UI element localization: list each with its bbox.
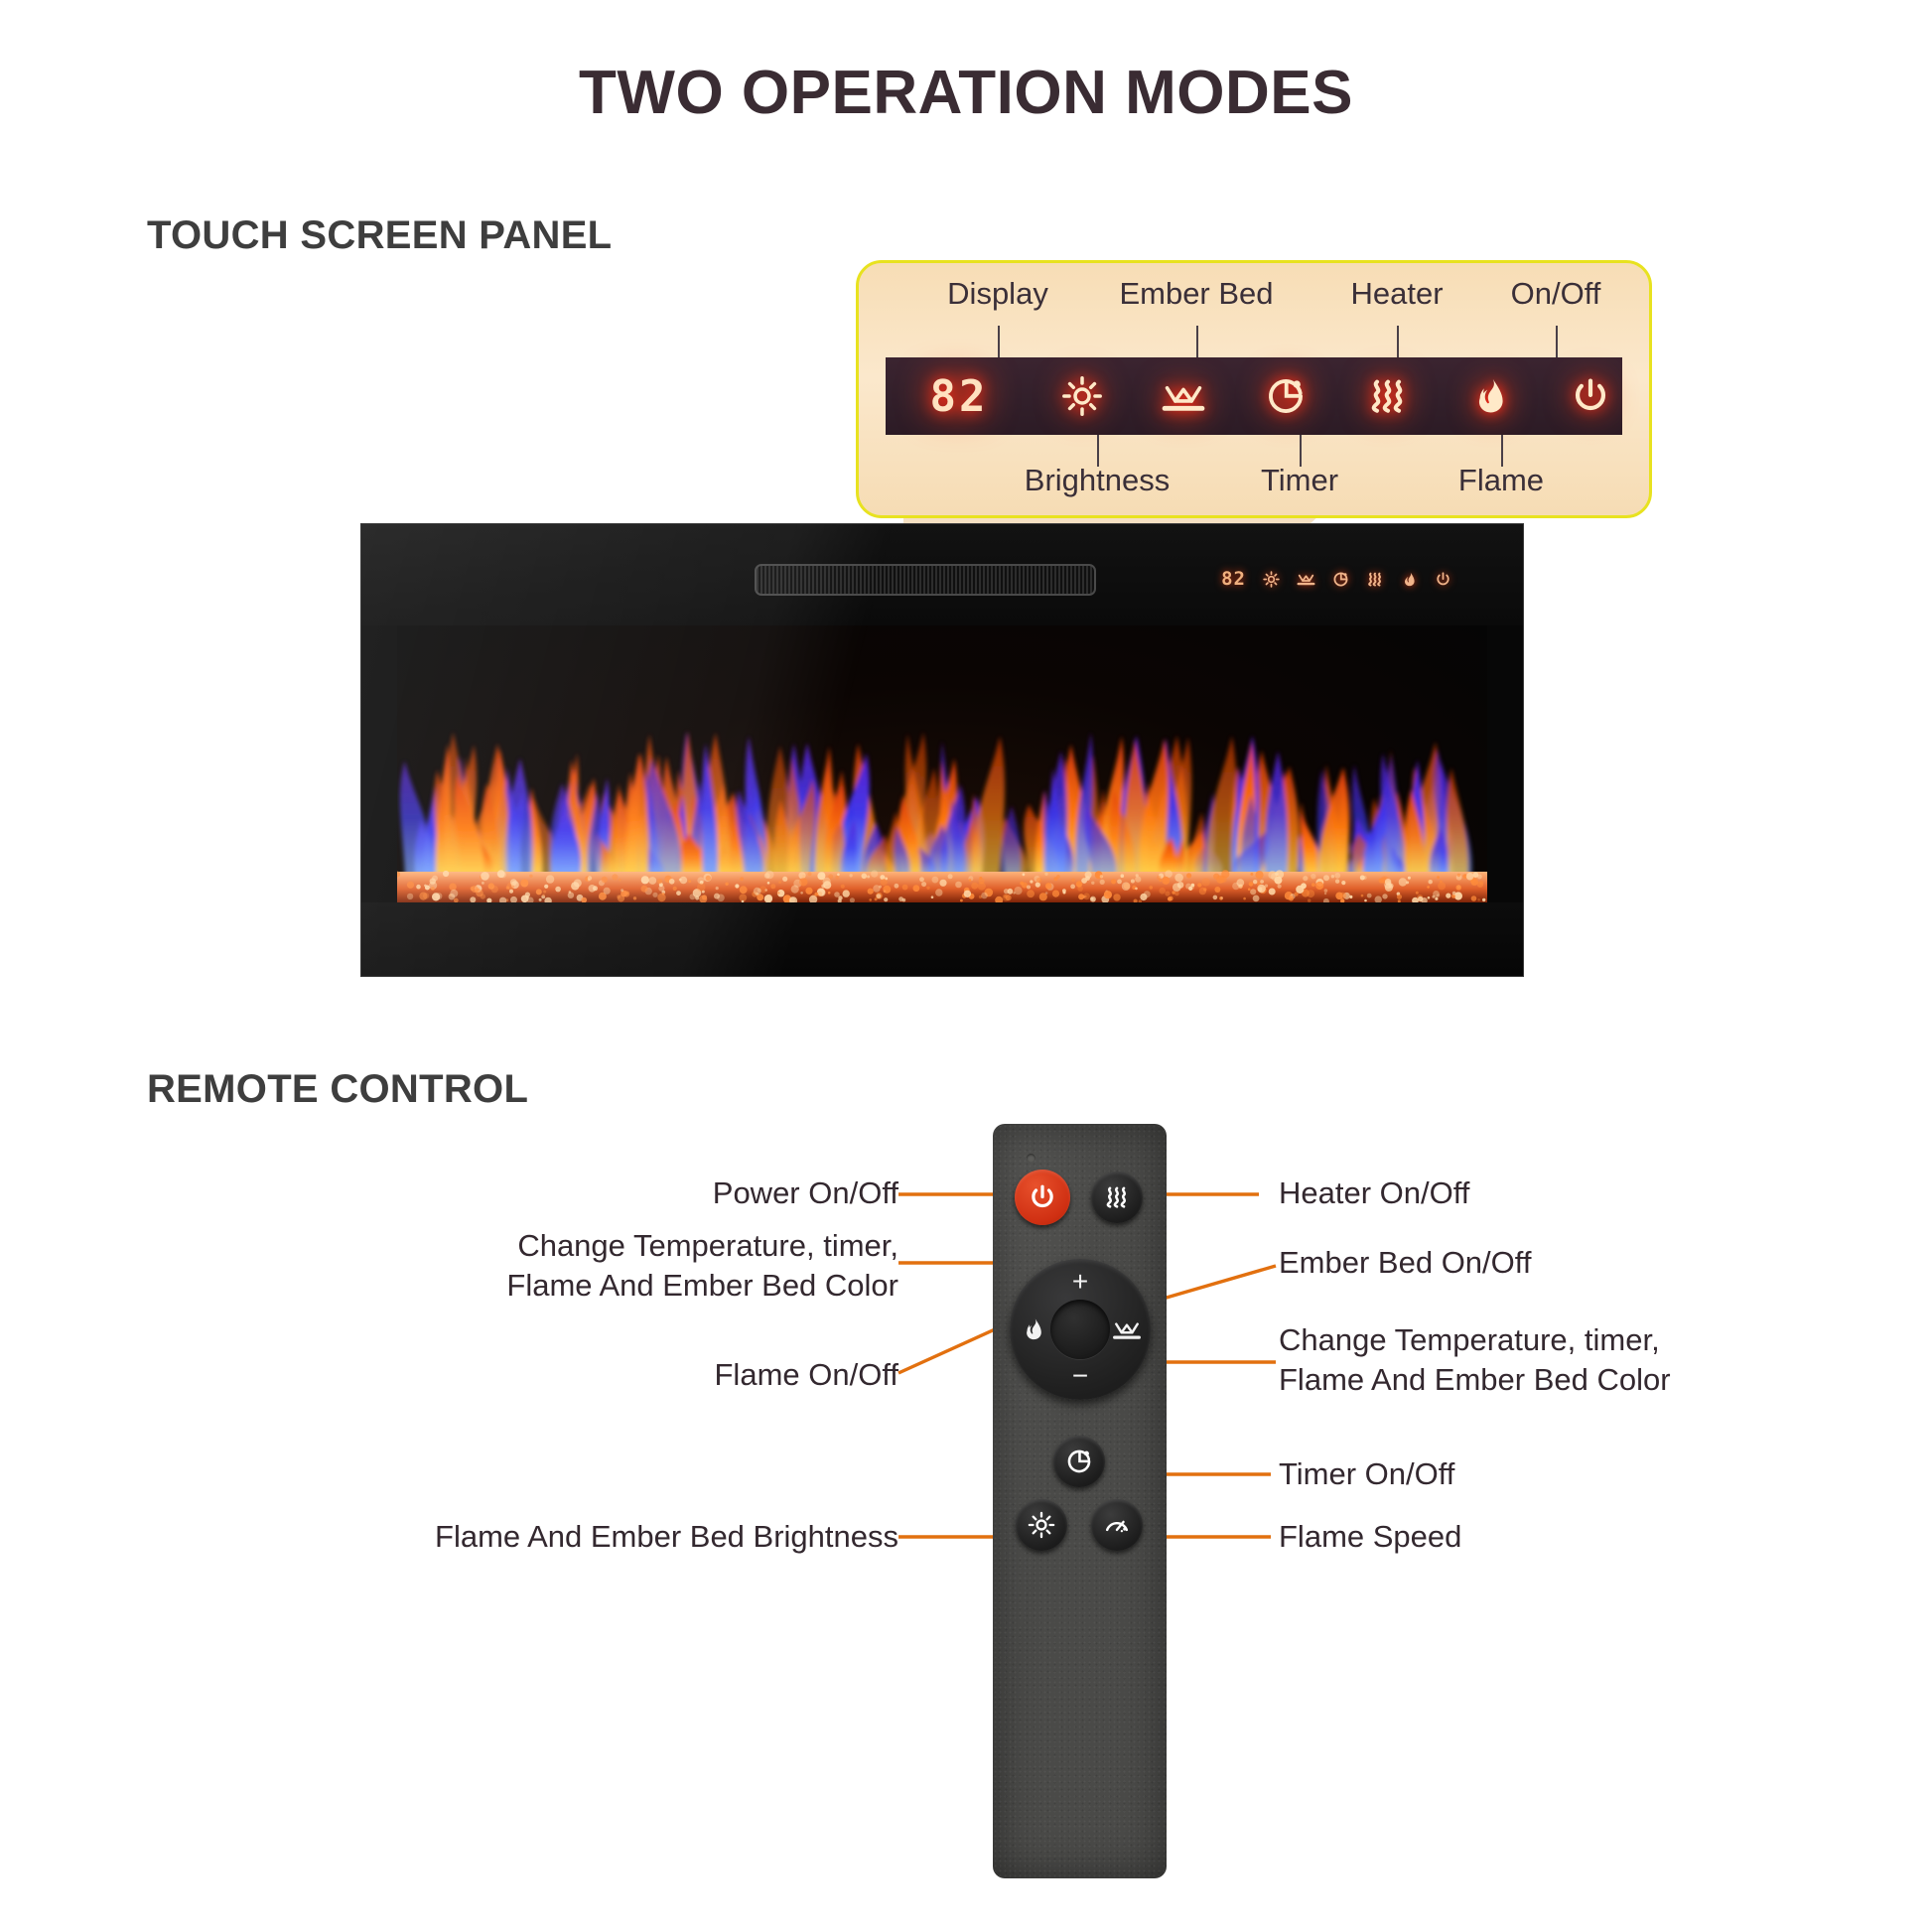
- tick-brightness: [1097, 435, 1099, 467]
- dpad-flame-button[interactable]: [1021, 1316, 1046, 1342]
- callout-label-flame: Flame: [1457, 463, 1545, 497]
- remote-heater-button[interactable]: [1091, 1172, 1143, 1223]
- callout-label-timer: Timer: [1260, 463, 1339, 497]
- led-power-button[interactable]: [1541, 357, 1640, 435]
- flame-icon: [1027, 1318, 1041, 1340]
- dpad-center-button[interactable]: [1050, 1300, 1110, 1359]
- page-title: TWO OPERATION MODES: [579, 59, 1353, 127]
- callout-label-brightness: Brightness: [1024, 463, 1171, 497]
- led-display: 82: [886, 357, 1033, 435]
- timer-icon: [1067, 1449, 1091, 1473]
- dpad-ember-bed-button[interactable]: [1112, 1317, 1142, 1342]
- mini-flame-icon[interactable]: [1401, 571, 1418, 588]
- callout-top-labels: Display Ember Bed Heater On/Off: [856, 276, 1652, 322]
- remote-control-body: + −: [993, 1124, 1167, 1878]
- mini-brightness-sun-icon[interactable]: [1263, 570, 1280, 588]
- label-heater-on-off: Heater On/Off: [1279, 1175, 1470, 1210]
- tick-display: [998, 326, 1000, 359]
- fireplace-mini-control-panel[interactable]: 82: [1221, 568, 1451, 590]
- callout-label-heater: Heater: [1350, 276, 1444, 311]
- seven-segment-display: 82: [929, 370, 989, 422]
- flame-graphic: [397, 731, 1487, 902]
- speed-gauge-icon: [1105, 1520, 1129, 1533]
- fireplace-bottom-bezel: [361, 902, 1523, 976]
- mini-timer-icon[interactable]: [1332, 571, 1349, 588]
- power-icon: [1032, 1184, 1053, 1208]
- timer-icon: [1269, 379, 1303, 413]
- tick-flame: [1501, 435, 1503, 467]
- label-change-temp-left: Change Temperature, timer, Flame And Emb…: [506, 1228, 898, 1303]
- ir-led-dot: [1027, 1154, 1035, 1163]
- led-flame-button[interactable]: [1440, 357, 1541, 435]
- led-timer-button[interactable]: [1235, 357, 1336, 435]
- label-flame-on-off: Flame On/Off: [714, 1357, 899, 1392]
- remote-power-button[interactable]: [1015, 1170, 1070, 1225]
- tick-on-off: [1556, 326, 1558, 359]
- fireplace-unit: 82: [361, 524, 1523, 976]
- tick-timer: [1300, 435, 1302, 467]
- label-timer-on-off: Timer On/Off: [1279, 1456, 1455, 1491]
- dpad-minus-button[interactable]: −: [1071, 1360, 1089, 1391]
- mini-seven-segment-display: 82: [1221, 568, 1246, 590]
- flame-display-screen: [397, 625, 1487, 902]
- label-power-on-off: Power On/Off: [712, 1175, 898, 1210]
- tick-ember-bed: [1196, 326, 1198, 359]
- label-change-temp-right: Change Temperature, timer, Flame And Emb…: [1279, 1322, 1671, 1397]
- label-flame-speed: Flame Speed: [1279, 1519, 1462, 1554]
- remote-timer-button[interactable]: [1053, 1436, 1105, 1487]
- remote-texture: [993, 1124, 1167, 1878]
- remote-brightness-button[interactable]: [1016, 1499, 1067, 1551]
- callout-bottom-labels: Brightness Timer Flame: [856, 463, 1652, 506]
- tick-heater: [1397, 326, 1399, 359]
- remote-flame-speed-button[interactable]: [1091, 1499, 1143, 1551]
- section-heading-remote-control: REMOTE CONTROL: [147, 1067, 529, 1111]
- callout-label-on-off: On/Off: [1510, 276, 1601, 311]
- touch-panel-callout: Display Ember Bed Heater On/Off 82: [856, 260, 1652, 518]
- brightness-sun-icon: [1062, 376, 1102, 416]
- led-heater-button[interactable]: [1336, 357, 1440, 435]
- heater-icon: [1371, 379, 1403, 413]
- section-heading-touch-screen-panel: TOUCH SCREEN PANEL: [147, 213, 613, 257]
- led-ember-bed-button[interactable]: [1132, 357, 1235, 435]
- heater-vent-grille: [755, 564, 1096, 596]
- brightness-sun-icon: [1028, 1511, 1055, 1539]
- ember-bed-icon: [1113, 1322, 1141, 1339]
- mini-power-icon[interactable]: [1435, 571, 1451, 588]
- mini-ember-bed-icon[interactable]: [1297, 571, 1315, 587]
- callout-label-ember-bed: Ember Bed: [1119, 276, 1274, 311]
- dpad-plus-button[interactable]: +: [1071, 1266, 1089, 1297]
- mini-heater-icon[interactable]: [1366, 571, 1384, 588]
- touch-led-strip[interactable]: 82: [886, 357, 1622, 435]
- heater-icon: [1106, 1186, 1127, 1208]
- label-ember-bed-on-off: Ember Bed On/Off: [1279, 1245, 1532, 1280]
- flame-icon: [1478, 378, 1503, 413]
- power-icon: [1576, 378, 1605, 411]
- ember-bed-icon: [1162, 385, 1205, 411]
- led-brightness-button[interactable]: [1033, 357, 1132, 435]
- label-brightness: Flame And Ember Bed Brightness: [435, 1519, 898, 1554]
- remote-dpad[interactable]: + −: [1010, 1259, 1151, 1400]
- callout-label-display: Display: [947, 276, 1048, 311]
